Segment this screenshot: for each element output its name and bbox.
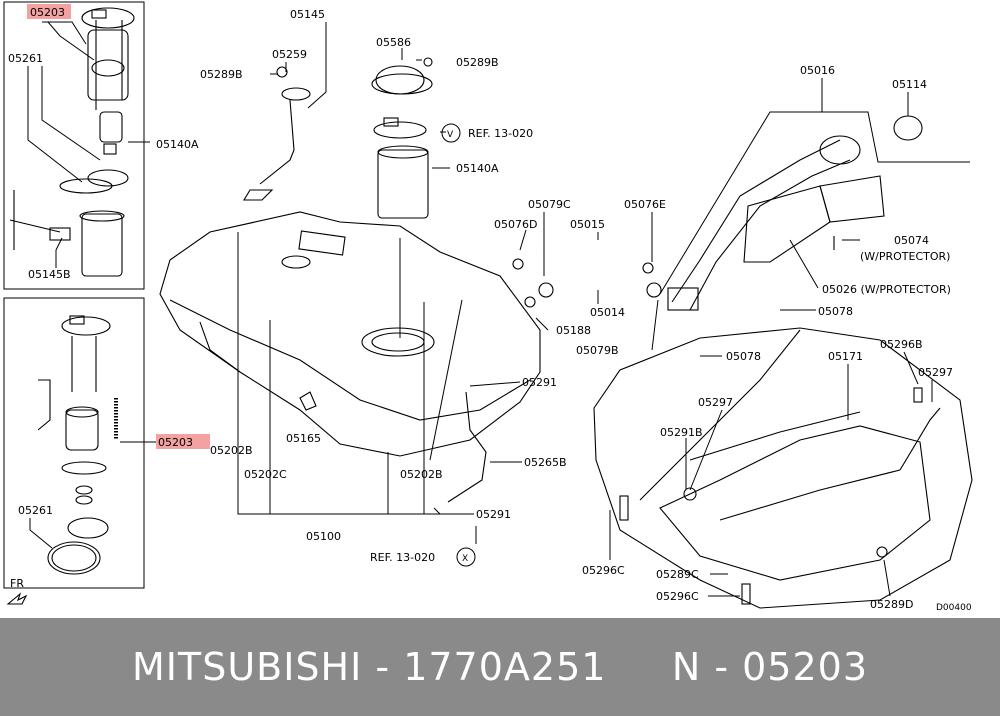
label-05114: 05114: [892, 78, 927, 91]
label-05145B: 05145B: [28, 268, 71, 281]
label-d00400: D00400: [936, 603, 972, 613]
label-05265B: 05265B: [524, 456, 567, 469]
label-05259: 05259: [272, 48, 307, 61]
label-05188: 05188: [556, 324, 591, 337]
label-05586: 05586: [376, 36, 411, 49]
inset-box-bottom: [3, 297, 145, 589]
part-number-banner: MITSUBISHI - 1770A251 N - 05203: [0, 618, 1000, 716]
filler-hoses: [447, 237, 662, 503]
label-05203-mid: 05203: [158, 436, 193, 449]
label-05078-lower: 05078: [726, 350, 761, 363]
label-05296B: 05296B: [880, 338, 923, 351]
label-05297-right: 05297: [918, 366, 953, 379]
tank-protector: [593, 327, 973, 609]
label-05078-upper: 05078: [818, 305, 853, 318]
ref-circle-x: [456, 547, 476, 567]
label-05291-upper: 05291: [522, 376, 557, 389]
part-number-text: MITSUBISHI - 1770A251 N - 05203: [132, 645, 868, 689]
label-05203-top: 05203: [30, 6, 65, 19]
label-05079B: 05079B: [576, 344, 619, 357]
label-05291-lower: 05291: [476, 508, 511, 521]
label-05015: 05015: [570, 218, 605, 231]
label-ref-13-020-v: REF. 13-020: [468, 127, 533, 140]
label-05016: 05016: [800, 64, 835, 77]
label-05140A-right: 05140A: [456, 162, 499, 175]
filler-neck: [667, 115, 923, 311]
label-05165: 05165: [286, 432, 321, 445]
label-05145: 05145: [290, 8, 325, 21]
highlight-05203-top: [27, 4, 71, 19]
label-05014: 05014: [590, 306, 625, 319]
label-05289D: 05289D: [870, 598, 913, 611]
label-05289B-left: 05289B: [200, 68, 243, 81]
parts-diagram: 05203 05261 05140A 05145B 05203 05261 FR…: [3, 1, 973, 613]
label-05076E: 05076E: [624, 198, 666, 211]
front-arrow: [6, 592, 28, 605]
label-fr: FR: [10, 577, 24, 590]
label-05076D: 05076D: [494, 218, 537, 231]
label-05291B: 05291B: [660, 426, 703, 439]
label-ref-13-020-x: REF. 13-020: [370, 551, 435, 564]
label-05296C-upper: 05296C: [582, 564, 625, 577]
label-circle-x: X: [462, 554, 468, 564]
inset-box-top: [3, 1, 145, 290]
ref-circle-v: [441, 123, 461, 143]
label-05202C: 05202C: [244, 468, 287, 481]
label-05261-bottom: 05261: [18, 504, 53, 517]
fuel-tank: [159, 189, 541, 457]
label-05202B-right: 05202B: [400, 468, 443, 481]
label-05074: 05074: [894, 234, 929, 247]
pump-assembly-top: [9, 7, 135, 277]
highlight-05203-mid: [156, 434, 210, 449]
pump-assembly-bottom: [37, 315, 118, 575]
label-05202B-left: 05202B: [210, 444, 253, 457]
label-05297-center: 05297: [698, 396, 733, 409]
label-05079C: 05079C: [528, 198, 571, 211]
label-05171: 05171: [828, 350, 863, 363]
label-05140A-left: 05140A: [156, 138, 199, 151]
label-05289B-right: 05289B: [456, 56, 499, 69]
label-05026: 05026 (W/PROTECTOR): [822, 283, 951, 296]
fuel-sender-unit: [259, 57, 433, 219]
label-05289C: 05289C: [656, 568, 699, 581]
label-05296C-lower: 05296C: [656, 590, 699, 603]
label-05100: 05100: [306, 530, 341, 543]
label-05261-top: 05261: [8, 52, 43, 65]
label-05074-note: (W/PROTECTOR): [860, 250, 950, 263]
label-circle-v: V: [447, 130, 454, 140]
